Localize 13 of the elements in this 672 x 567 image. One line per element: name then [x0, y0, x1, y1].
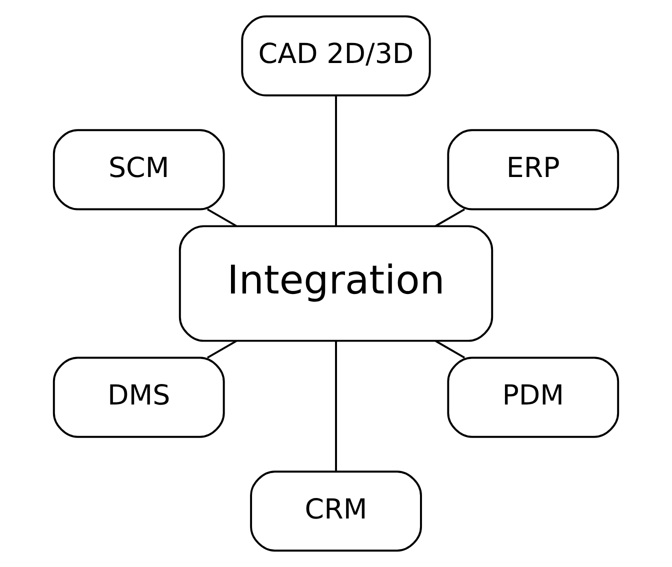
node-box: DMS [52, 356, 225, 438]
connector [435, 340, 466, 359]
node-box: ERP [447, 129, 620, 210]
connector [335, 96, 337, 226]
connector [435, 208, 466, 227]
node-box: CRM [250, 470, 422, 552]
node-box: CAD 2D/3D [241, 15, 431, 96]
connector [206, 340, 237, 359]
connector [206, 208, 237, 227]
connector [335, 340, 337, 471]
node-box: PDM [447, 356, 620, 438]
node-box: Integration [178, 225, 494, 342]
node-box: SCM [52, 129, 225, 210]
